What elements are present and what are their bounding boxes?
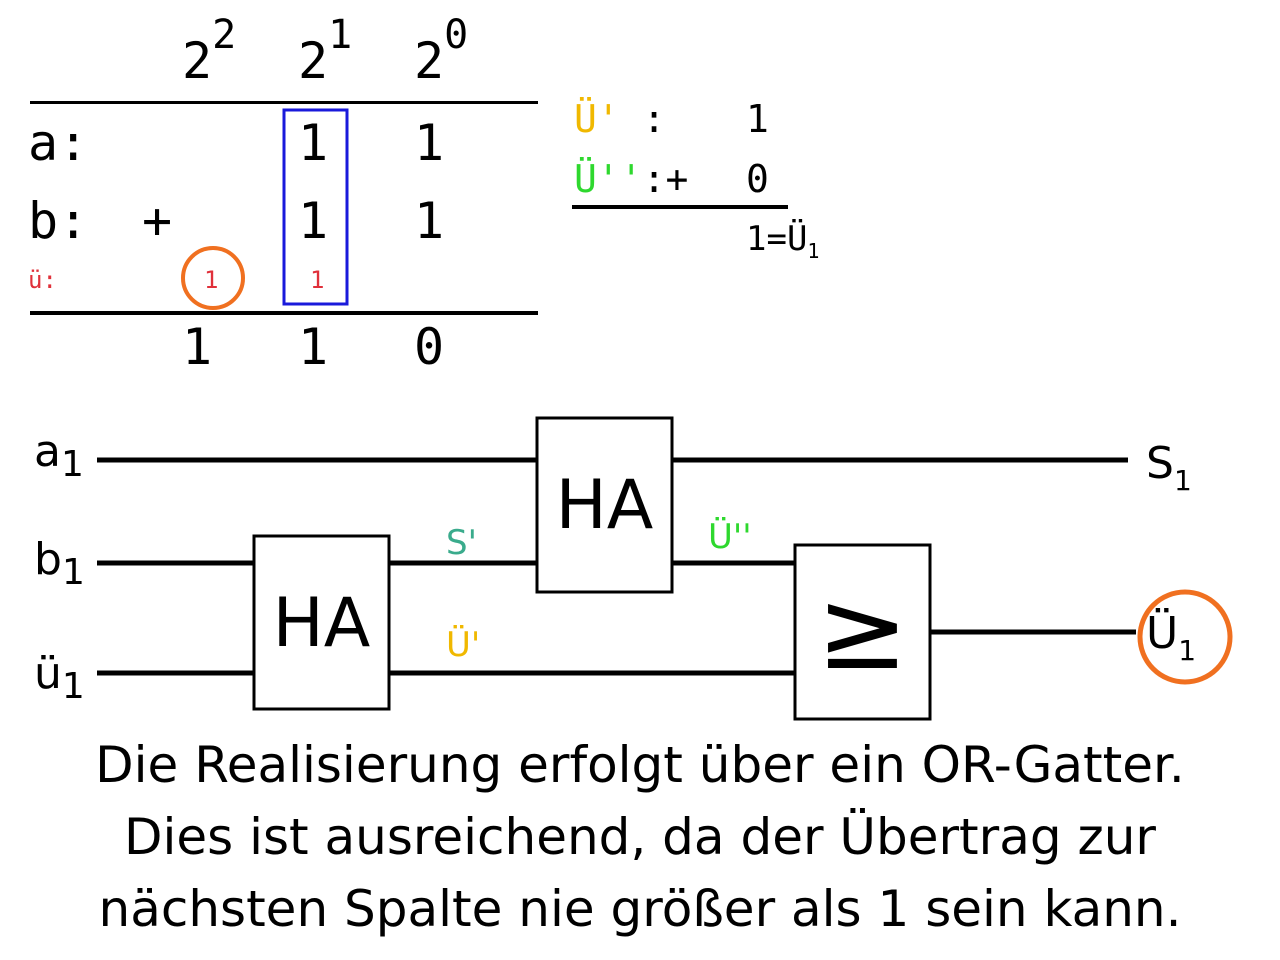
side-divider (572, 205, 788, 209)
power-2-2: 22 (182, 12, 237, 90)
power-2-0: 20 (414, 12, 469, 90)
half-adder-2-label: HA (555, 466, 654, 545)
column-highlight-box (282, 108, 349, 306)
caption-line-1: Die Realisierung erfolgt über ein OR-Gat… (95, 736, 1185, 794)
power-2-1: 21 (298, 12, 353, 90)
carry-digit-2-2: 1 (204, 266, 219, 294)
carry-out-circle (1137, 589, 1233, 685)
plus-sign: + (142, 192, 173, 250)
carry-digit-2-1: 1 (310, 266, 325, 294)
result-digit-2-1: 1 (298, 318, 329, 376)
output-carry-u1: Ü1 (1146, 608, 1197, 667)
side-u-prime-value: 1 (746, 97, 769, 141)
row-b-digit-2-1: 1 (298, 192, 329, 250)
output-s1: S1 (1146, 438, 1192, 497)
signal-u-prime: Ü' (446, 625, 481, 665)
row-b-digit-2-0: 1 (414, 192, 445, 250)
carry-circle (181, 246, 245, 310)
side-row-u-double: Ü'':+ (574, 157, 712, 201)
signal-u-double-prime: Ü'' (708, 517, 752, 557)
row-b-label: b: (28, 192, 89, 250)
input-b1: b1 (34, 534, 85, 593)
input-u1: ü1 (34, 648, 85, 707)
row-a-digit-2-0: 1 (414, 114, 445, 172)
carry-label: ü: (28, 266, 57, 294)
row-a-digit-2-1: 1 (298, 114, 329, 172)
side-u-double-value: 0 (746, 157, 769, 201)
row-a-label: a: (28, 114, 89, 172)
result-digit-2-2: 1 (182, 318, 213, 376)
or-gate-label: ≥ (816, 566, 909, 694)
caption-line-3: nächsten Spalte nie größer als 1 sein ka… (98, 880, 1182, 938)
result-digit-2-0: 0 (414, 318, 445, 376)
circuit-wires (97, 457, 1136, 676)
signal-s-prime: S' (446, 523, 477, 563)
header-divider (30, 101, 538, 104)
caption-line-2: Dies ist ausreichend, da der Übertrag zu… (124, 808, 1156, 866)
side-result: 1=Ü1 (746, 219, 820, 263)
half-adder-1-box (252, 534, 391, 711)
half-adder-2-box (535, 416, 674, 594)
input-a1: a1 (34, 426, 84, 485)
half-adder-1-label: HA (272, 584, 371, 663)
side-row-u-prime: Ü' : (574, 97, 689, 141)
result-divider (30, 311, 538, 315)
or-gate-box (793, 543, 932, 721)
